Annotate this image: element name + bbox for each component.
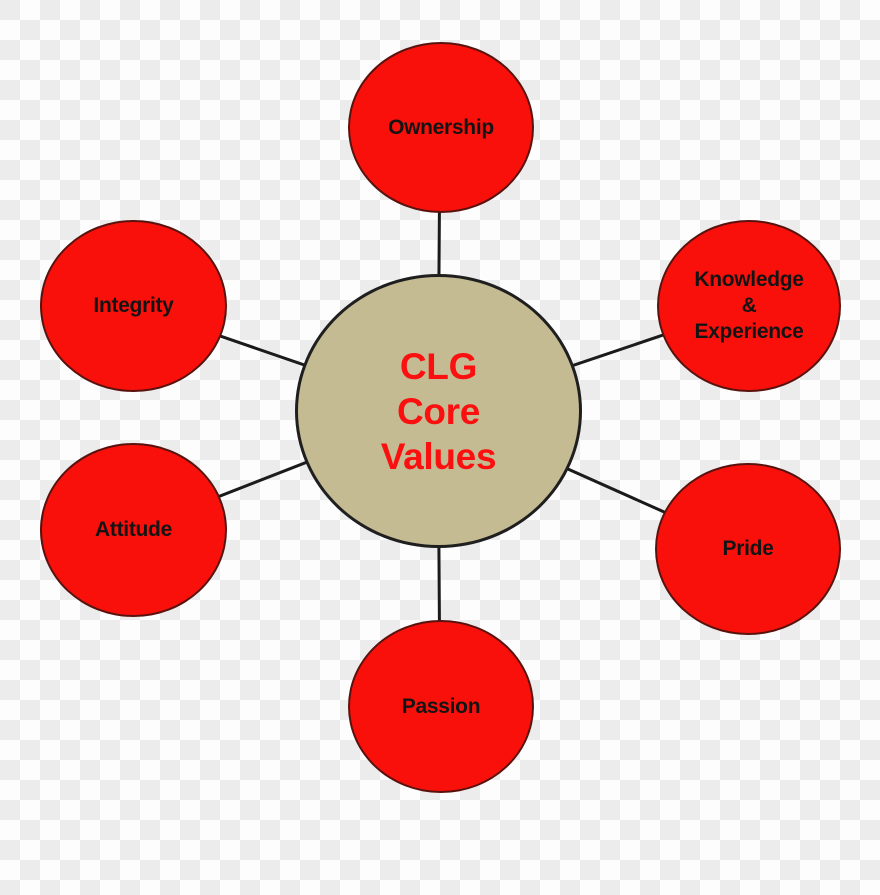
node-circle-pride: Pride [655,463,841,635]
node-circle-attitude: Attitude [40,443,227,617]
node-label-knowledge-experience: Knowledge & Experience [694,268,804,343]
node-circle-passion: Passion [348,620,534,793]
node-label-passion: Passion [401,694,481,718]
hub-label: CLG Core Values [380,345,497,477]
node-circle-integrity: Integrity [40,220,227,392]
node-label-integrity: Integrity [93,294,174,317]
node-circle-ownership: Ownership [348,42,534,213]
node-label-pride: Pride [722,537,774,560]
node-label-ownership: Ownership [388,115,494,139]
node-label-attitude: Attitude [95,518,172,541]
hub-circle-clg-core-values: CLG Core Values [295,274,582,548]
node-circle-knowledge-experience: Knowledge & Experience [657,220,841,392]
